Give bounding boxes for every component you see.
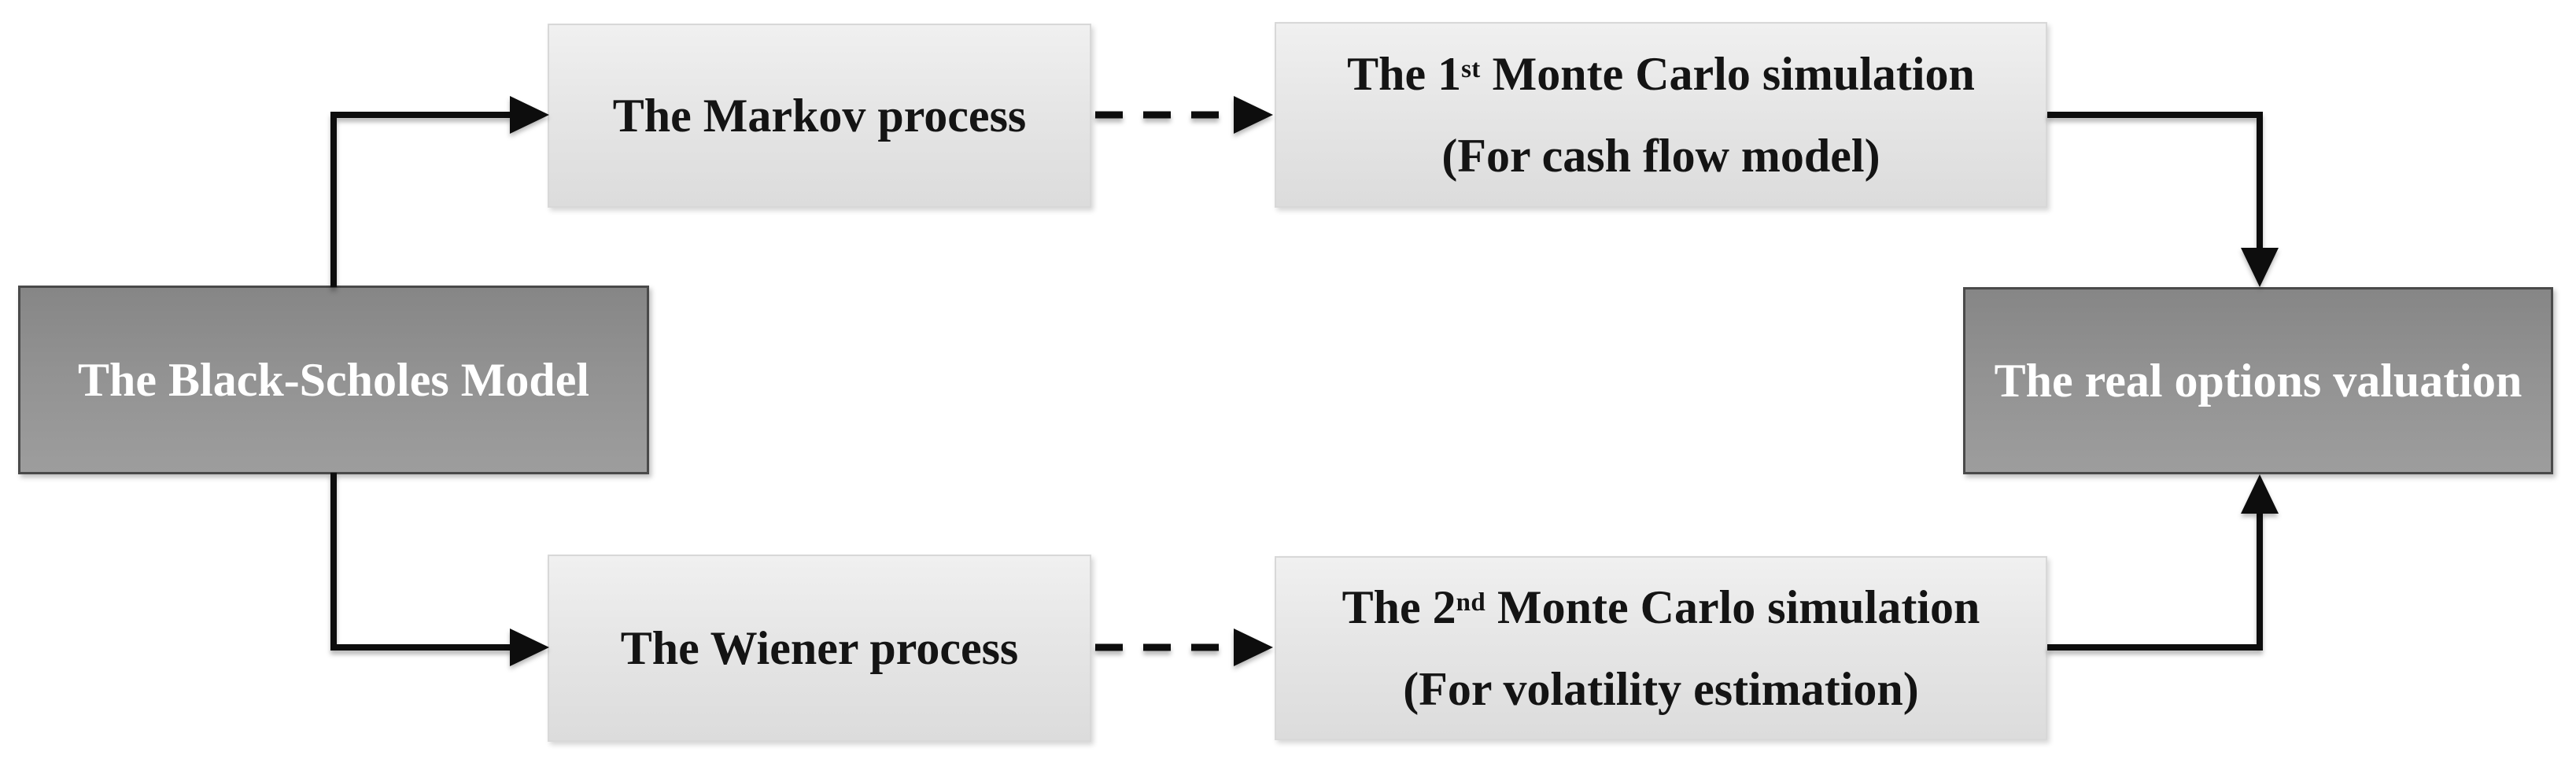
node-first-monte-carlo-simulation: The 1st Monte Carlo simulation (For cash… bbox=[1275, 22, 2047, 208]
arrow-mc2-to-real-options bbox=[2047, 474, 2279, 651]
arrow-wiener-to-mc2 bbox=[1095, 628, 1273, 666]
node-label-line2: (For cash flow model) bbox=[1441, 130, 1880, 182]
label-rest: Monte Carlo simulation bbox=[1480, 48, 1975, 100]
node-label: The real options valuation bbox=[1994, 355, 2522, 407]
node-label: The Black-Scholes Model bbox=[77, 354, 589, 406]
arrow-markov-to-mc1 bbox=[1095, 96, 1273, 134]
ordinal-suffix: st bbox=[1461, 55, 1481, 84]
node-black-scholes-model: The Black-Scholes Model bbox=[18, 286, 649, 474]
arrow-mc1-to-real-options bbox=[2047, 112, 2279, 287]
node-second-monte-carlo-simulation: The 2nd Monte Carlo simulation (For vola… bbox=[1275, 556, 2047, 740]
label-rest: Monte Carlo simulation bbox=[1485, 581, 1980, 633]
node-label: The Wiener process bbox=[620, 622, 1019, 674]
node-markov-process: The Markov process bbox=[548, 24, 1091, 208]
arrow-black-scholes-to-markov bbox=[330, 96, 549, 287]
arrow-black-scholes-to-wiener bbox=[330, 473, 549, 666]
node-label-line1: The 2nd Monte Carlo simulation bbox=[1342, 584, 1980, 631]
node-label-line1: The 1st Monte Carlo simulation bbox=[1347, 50, 1975, 98]
ordinal-suffix: nd bbox=[1456, 588, 1486, 617]
node-label: The Markov process bbox=[612, 90, 1027, 142]
node-wiener-process: The Wiener process bbox=[548, 555, 1091, 742]
node-label-line2: (For volatility estimation) bbox=[1403, 663, 1919, 715]
node-real-options-valuation: The real options valuation bbox=[1963, 287, 2553, 474]
ordinal-number: The 1 bbox=[1347, 48, 1462, 100]
ordinal-number: The 2 bbox=[1342, 581, 1456, 633]
